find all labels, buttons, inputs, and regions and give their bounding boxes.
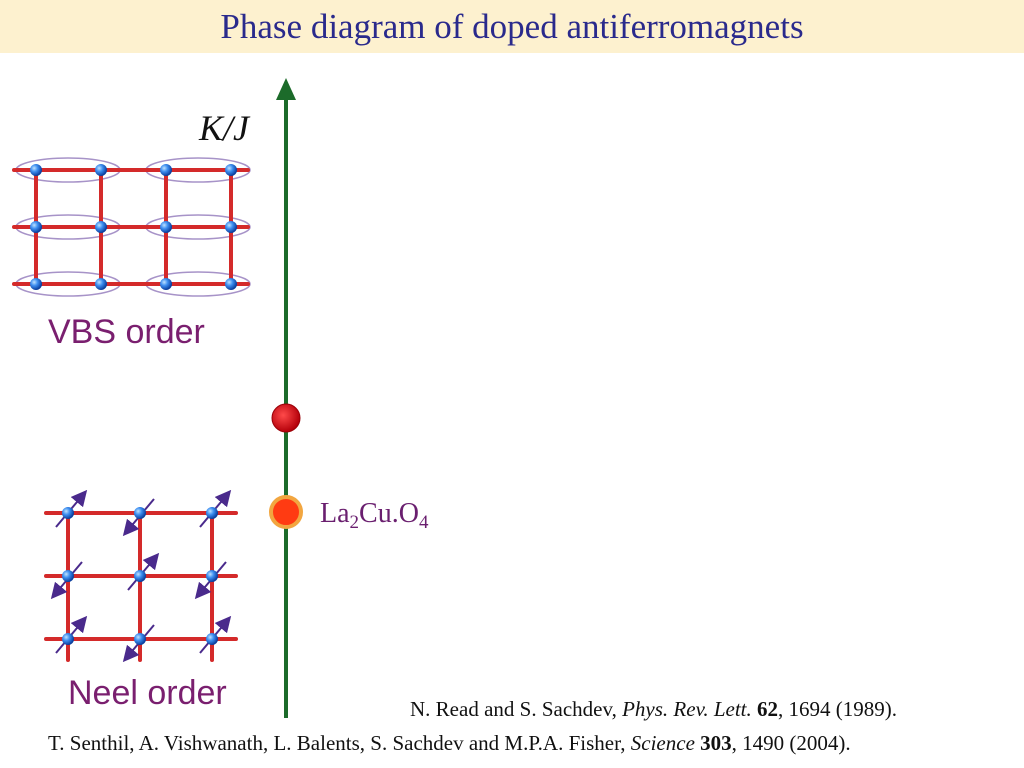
critical-point (271, 403, 301, 433)
ref2-journal: Science (630, 731, 695, 755)
ref2-volume: 303 (700, 731, 732, 755)
page-title: Phase diagram of doped antiferromagnets (220, 7, 804, 46)
ref2-rest: , 1490 (2004). (731, 731, 851, 755)
lattice-site (30, 164, 42, 176)
axis-arrowhead-icon (276, 78, 296, 100)
lattice-site (225, 278, 237, 290)
lattice-site (62, 633, 74, 645)
title-bar: Phase diagram of doped antiferromagnets (0, 0, 1024, 53)
lattice-site (160, 221, 172, 233)
vbs-bonds (12, 168, 250, 286)
lattice-site (95, 278, 107, 290)
lattice-site (95, 164, 107, 176)
lattice-site (30, 221, 42, 233)
reference-1: N. Read and S. Sachdev, Phys. Rev. Lett.… (410, 697, 897, 722)
vbs-sites (30, 164, 237, 290)
lattice-site (134, 507, 146, 519)
lattice-site (160, 278, 172, 290)
lattice-site (206, 633, 218, 645)
neel-phase-label: Neel order (68, 674, 227, 712)
ref1-rest: , 1694 (1989). (778, 697, 897, 721)
lattice-site (206, 570, 218, 582)
ref1-authors: N. Read and S. Sachdev, (410, 697, 623, 721)
vbs-lattice (12, 157, 251, 297)
lattice-site (134, 570, 146, 582)
lattice-site (225, 221, 237, 233)
lattice-site (62, 507, 74, 519)
vbs-phase-label: VBS order (48, 313, 205, 351)
ref2-authors: T. Senthil, A. Vishwanath, L. Balents, S… (48, 731, 631, 755)
kj-axis (276, 78, 296, 718)
neel-sites (62, 507, 218, 645)
compound-cuo: Cu.O (359, 498, 419, 529)
compound-la: La (320, 498, 350, 529)
lattice-site (62, 570, 74, 582)
axis-label: K/J (199, 108, 249, 148)
compound-sub-2: 2 (349, 512, 360, 533)
lattice-site (225, 164, 237, 176)
compound-sub-4: 4 (418, 512, 429, 533)
ref1-volume: 62 (757, 697, 778, 721)
compound-point (269, 495, 303, 529)
reference-2: T. Senthil, A. Vishwanath, L. Balents, S… (48, 731, 851, 756)
lattice-site (160, 164, 172, 176)
lattice-site (95, 221, 107, 233)
lattice-site (134, 633, 146, 645)
neel-lattice (44, 489, 238, 663)
lattice-site (30, 278, 42, 290)
compound-label: La2Cu.O4 (320, 498, 428, 534)
lattice-site (206, 507, 218, 519)
ref1-journal: Phys. Rev. Lett. (622, 697, 752, 721)
